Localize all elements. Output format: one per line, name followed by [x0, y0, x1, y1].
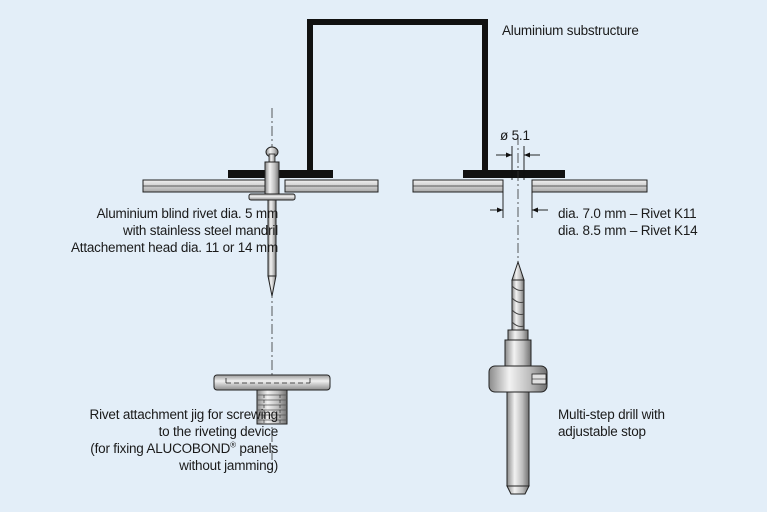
aluminium-substructure [228, 19, 565, 178]
label-blind-rivet-line-2: with stainless steel mandril [123, 223, 278, 238]
label-drill-line-1: Multi-step drill with [558, 407, 665, 422]
label-blind-rivet: Aluminium blind rivet dia. 5 mm with sta… [0, 205, 278, 256]
label-blind-rivet-line-1: Aluminium blind rivet dia. 5 mm [96, 206, 279, 221]
label-jig-line-1: Rivet attachment jig for screwing [89, 407, 279, 422]
label-drill-line-2: adjustable stop [558, 424, 646, 439]
label-jig-line-3-end: panels [239, 441, 278, 456]
right-panel [412, 179, 648, 193]
label-hole-diameter: ø 5.1 [500, 128, 530, 143]
label-aluminium-substructure: Aluminium substructure [502, 23, 639, 38]
label-jig-line-3-start: (for fixing ALUCOBOND [90, 441, 231, 456]
multi-step-drill [488, 260, 548, 495]
registered-mark: ® [230, 440, 236, 450]
label-blind-rivet-line-3: Attachement head dia. 11 or 14 mm [70, 240, 278, 255]
label-rivet-attachment-jig: Rivet attachment jig for screwing to the… [0, 406, 279, 474]
label-drill-hole-line-2: dia. 8.5 mm – Rivet K14 [558, 223, 698, 238]
label-multi-step-drill: Multi-step drill with adjustable stop [558, 406, 665, 440]
label-jig-line-4: without jamming) [179, 458, 278, 473]
label-jig-line-3: (for fixing ALUCOBOND® panels [0, 440, 278, 457]
blind-rivet [248, 108, 296, 470]
left-panel [142, 179, 379, 193]
label-jig-line-2: to the riveting device [158, 424, 279, 439]
rivet-attachment-jig [213, 374, 331, 425]
label-drill-hole-diameters: dia. 7.0 mm – Rivet K11 dia. 8.5 mm – Ri… [558, 205, 698, 239]
label-drill-hole-line-1: dia. 7.0 mm – Rivet K11 [558, 206, 697, 221]
